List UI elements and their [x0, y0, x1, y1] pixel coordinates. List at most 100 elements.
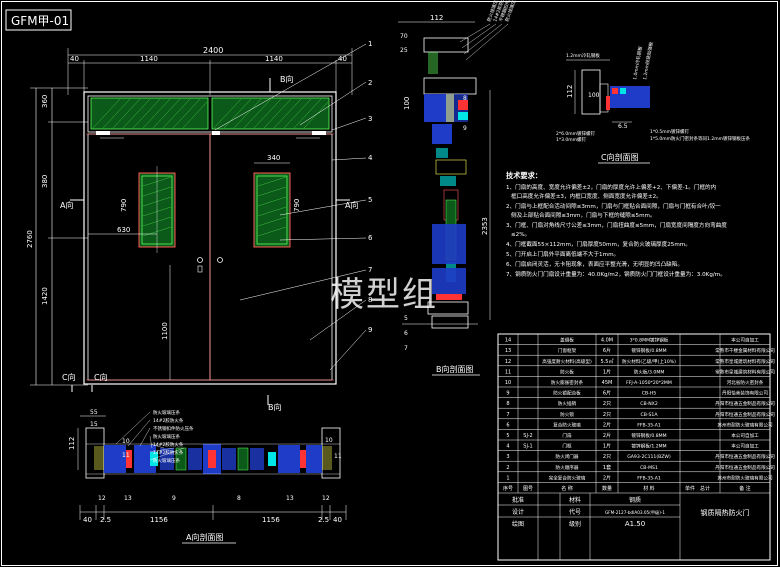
- bom-row-6-col-6: 苏州市耐防火玻璃有限公司: [717, 421, 773, 428]
- bom-row-6-col-2: 复合防火玻璃: [553, 421, 581, 428]
- a-note-7: 防火玻璃压条: [153, 457, 180, 464]
- bom-row-12-col-0: 12: [505, 359, 511, 365]
- bom-row-4-col-0: 4: [506, 444, 509, 450]
- drawing-code: GFM甲-01: [11, 14, 69, 28]
- callout-8: 8: [368, 296, 372, 304]
- bom-header-4: 材 料: [643, 485, 655, 492]
- bom-row-12-col-2: 高强度耐火材料(高级型): [542, 358, 592, 365]
- a-callout-11: 11: [122, 452, 130, 459]
- main-elevation: 2400 40 1140 1140 40 360 2760 380 1420: [26, 40, 373, 412]
- bom-row-5-col-6: 本公司自加工: [731, 432, 759, 439]
- bom-row-8-col-3: 2只: [603, 401, 611, 407]
- section-mark-a-right: A向: [345, 200, 358, 210]
- callout-7: 7: [368, 266, 372, 274]
- bom-row-10-col-2: 防火膨胀密封条: [551, 379, 584, 386]
- dim-handle-height: 1100: [161, 322, 169, 340]
- bom-row-10-col-6: 河北省防火密封条: [727, 379, 764, 386]
- dim-panel-width: 340: [267, 154, 280, 162]
- a-callout-10: 10: [122, 438, 130, 445]
- code-box: [5, 9, 72, 31]
- dim-bot-25-left: 2.5: [100, 516, 111, 524]
- tb-cailiao: 钢质: [629, 496, 641, 504]
- dim-bot-1156-left: 1156: [150, 516, 168, 524]
- c-bottom-1: 2*6.0mm镀锌螺钉: [556, 130, 596, 137]
- b-section: 112 70 25 100 2353 5 6 7 8 9: [398, 0, 519, 376]
- bom-header-3: 数量: [602, 485, 612, 492]
- bom-row-14-col-6: 本公司自加工: [731, 337, 759, 344]
- dim-bsec-100: 100: [403, 97, 411, 110]
- bom-row-13-col-3: 6片: [603, 347, 611, 354]
- a-note-4: 防火玻璃压条: [153, 433, 180, 440]
- a-section: 55 15 112: [68, 409, 347, 544]
- tech-line-1: 1、门扇的高度、宽度允许偏差±2，门扇的厚度允许上偏差+2、下偏差-1。门框的内: [506, 183, 717, 191]
- bom-row-2-col-2: 防火顺序器: [556, 464, 579, 471]
- bom-row-14-col-0: 14: [505, 338, 511, 344]
- callout-6: 6: [368, 234, 373, 242]
- tech-line-6: ≤2%。: [511, 232, 530, 238]
- bom-row-7-col-4: CB-S1A: [641, 412, 659, 418]
- a-note-6: 14#2胶防火条: [153, 449, 184, 456]
- dim-bot-1156-right: 1156: [262, 516, 280, 524]
- bom-row-5-col-3: 2片: [603, 432, 611, 439]
- bom-row-11-col-4: 防火板/3.0MM: [634, 368, 665, 375]
- tb-daihao: GFM-2127-bdlA03.05(甲级)-1: [605, 509, 665, 516]
- a-note-3: 不锈钢扣件防火压条: [153, 425, 194, 432]
- bom-row-13-col-0: 13: [505, 348, 511, 354]
- bom-row-7-col-6: 丹阳市恒通五金制品有限公司: [715, 411, 775, 418]
- bom-row-13-col-2: 门窗框架: [558, 347, 577, 354]
- tech-line-5: 3、门框、门扇对角线尺寸公差≤3mm，门扇扭曲度≤5mm，门扇宽度间隔度方向弯曲…: [506, 221, 727, 229]
- bom-row-1-col-6: 苏州市耐防火玻璃有限公司: [717, 474, 773, 481]
- a-callout-12b: 12: [322, 495, 330, 502]
- a-callout-13: 13: [124, 495, 132, 502]
- c-note-1: 1.2mm冷轧钢板: [566, 52, 600, 59]
- dim-top-r40: 40: [338, 55, 347, 63]
- bom-row-9-col-6: 丹阳恰美装饰有限公司: [722, 390, 768, 397]
- watermark-text: 模型组: [330, 275, 438, 315]
- bom-row-7-col-0: 7: [506, 412, 509, 418]
- b-callout-5: 5: [404, 315, 408, 322]
- tb-jishu: A1.50: [625, 520, 645, 528]
- section-mark-b-top: B向: [280, 74, 294, 84]
- bom-row-7-col-3: 2只: [603, 412, 611, 418]
- section-mark-c-left: C向: [62, 372, 76, 382]
- tech-line-10: 7、钢质防火门门扇设计重量为：40.0Kg/m2，钢质防火门门框设计重量为：3.…: [506, 270, 726, 278]
- dim-left-1420: 1420: [41, 287, 49, 305]
- bom-row-4-col-1: SJ-1: [523, 444, 532, 450]
- bom-row-8-col-4: CB-NX2: [640, 401, 658, 407]
- tb-huitu: 绘图: [512, 520, 524, 528]
- callout-2: 2: [368, 79, 372, 87]
- dim-bsec-top: 112: [430, 14, 443, 22]
- c-right-2: 1*5.0mm防火门密封条等同1.2mm镀锌钢板压条: [650, 135, 750, 142]
- bom-row-3-col-3: 2只: [603, 454, 611, 460]
- a-note-1: 防火玻璃压条: [153, 409, 180, 416]
- bom-row-12-col-4: 防火材料(乙级/甲(上10%): [622, 358, 676, 365]
- bom-header-5: 单件: [685, 485, 695, 492]
- bom-row-3-col-6: 丹阳市恒通五金制品有限公司: [715, 453, 775, 460]
- dim-bsec-height: 2353: [481, 217, 489, 235]
- a-note-2: 14#2胶防火条: [153, 417, 184, 424]
- dim-left-2760: 2760: [26, 230, 34, 248]
- dim-asec-15: 15: [90, 421, 98, 428]
- a-callout-8: 8: [237, 495, 241, 502]
- dim-bsec-25: 25: [400, 47, 408, 54]
- tech-line-2: 框口高度允许偏差±3，内框口宽度、侧面宽度允许偏差±2。: [511, 192, 662, 200]
- bom-row-12-col-3: 5.5㎡: [601, 358, 614, 365]
- a-callout-9: 9: [172, 495, 176, 502]
- bom-row-1-col-4: FFB-35-A1: [637, 475, 661, 481]
- section-mark-c-right: C向: [94, 372, 108, 382]
- tb-jishu-label: 级别: [569, 520, 581, 528]
- b-callout-6: 6: [404, 330, 408, 337]
- b-section-title: B向剖面图: [436, 364, 474, 374]
- bom-row-1-col-0: 1: [506, 475, 509, 481]
- bom-row-1-col-2: 完全复合防火玻璃: [549, 474, 586, 481]
- dim-asec-55: 55: [90, 409, 98, 416]
- bom-row-9-col-3: 6片: [603, 390, 611, 397]
- section-mark-b-bottom: B向: [268, 402, 282, 412]
- dim-top-total: 2400: [203, 46, 223, 55]
- bom-header-1: 图号: [523, 486, 533, 492]
- bom-row-2-col-3: 1套: [603, 464, 611, 471]
- tech-line-3: 2、门扇与上框配合活动间隙≤3mm，门扇与门框贴合面间隙，门扇与门框有合叶/铰一: [506, 202, 721, 210]
- c-note-3: 1.2mm铰链加强板: [641, 41, 655, 81]
- callout-9: 9: [368, 326, 372, 334]
